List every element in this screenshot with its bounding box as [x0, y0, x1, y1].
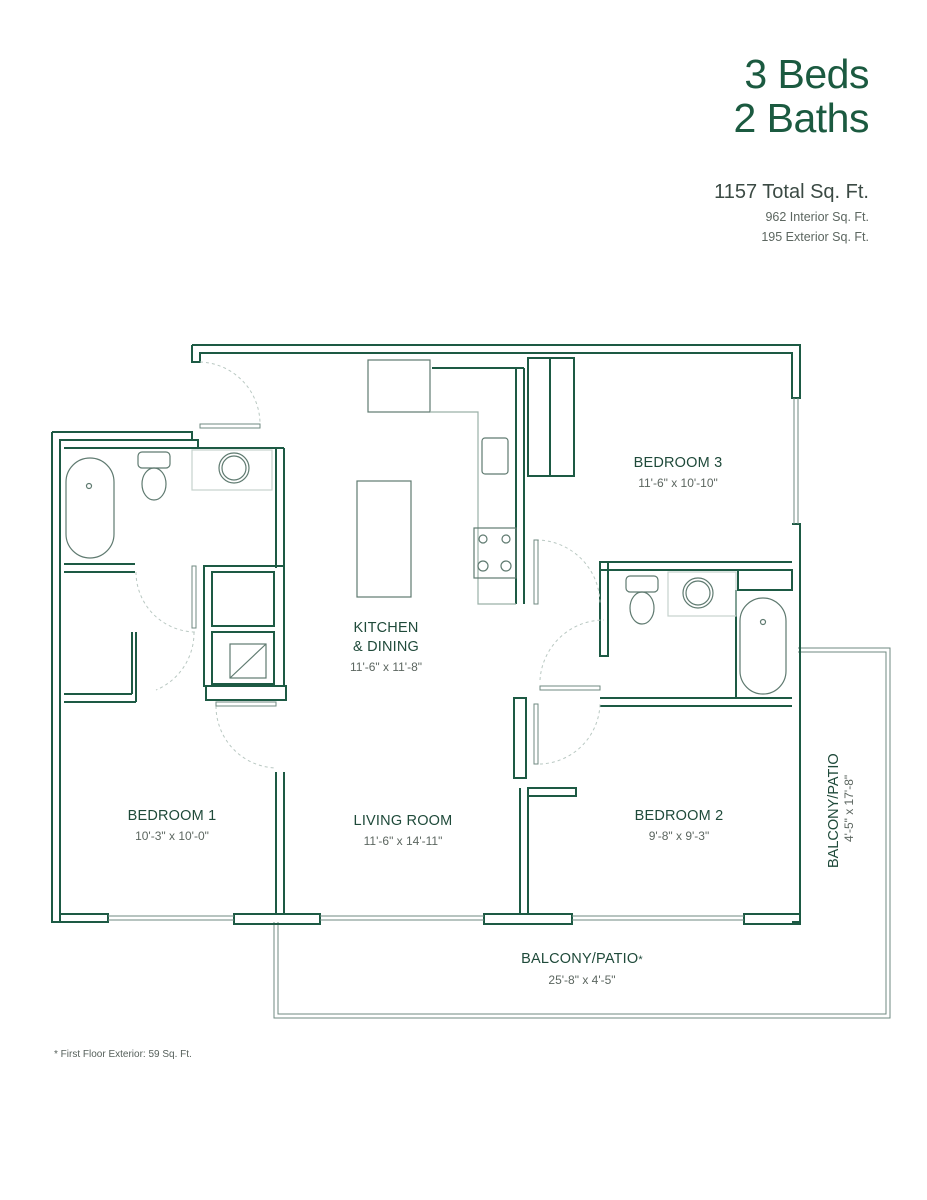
room-label-bedroom-3: BEDROOM 3 11'-6" x 10'-10" — [633, 455, 723, 490]
room-label-balcony-bottom: BALCONY/PATIO* 25'-8" x 4'-5" — [521, 951, 643, 987]
room-label-living-room: LIVING ROOM 11'-6" x 14'-11" — [353, 813, 453, 848]
room-label-kitchen-dining: KITCHEN & DINING 11'-6" x 11'-8" — [349, 620, 423, 674]
baths-count: 2 Baths — [733, 95, 869, 141]
room-label-bedroom-1: BEDROOM 1 10'-3" x 10'-0" — [127, 808, 217, 843]
beds-count: 3 Beds — [744, 51, 869, 97]
unit-summary: 3 Beds 2 Baths 1157 Total Sq. Ft. 962 In… — [714, 52, 869, 244]
room-label-bedroom-2: BEDROOM 2 9'-8" x 9'-3" — [634, 808, 724, 843]
room-label-balcony-side: BALCONY/PATIO 4'-5" x 17'-8" — [826, 753, 856, 868]
interior-sqft: 962 Interior Sq. Ft. — [765, 210, 869, 224]
balcony-outline — [273, 647, 891, 1019]
exterior-sqft: 195 Exterior Sq. Ft. — [761, 230, 869, 244]
footnote: * First Floor Exterior: 59 Sq. Ft. — [54, 1049, 192, 1060]
total-sqft: 1157 Total Sq. Ft. — [714, 181, 869, 203]
